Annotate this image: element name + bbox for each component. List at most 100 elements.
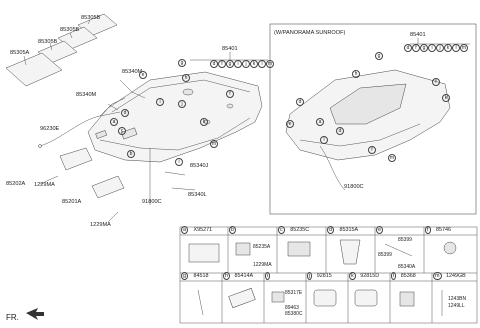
letter-row-pano: d f g i j k l m	[404, 44, 474, 52]
callout-letter: l	[320, 136, 328, 144]
table-header-letter: d	[327, 226, 334, 234]
callout-letter: d	[336, 127, 344, 135]
table-header-letter: c	[278, 226, 285, 234]
table-header-h: h 85414A	[223, 272, 254, 280]
callout-letter: j	[178, 100, 186, 108]
callout-letter: m	[460, 44, 468, 52]
panorama-box	[269, 23, 477, 215]
m-sub-2: 1249LL	[448, 303, 465, 309]
panorama-title: (W/PANORAMA SUNROOF)	[274, 30, 346, 36]
table-header-code: 92815	[316, 273, 332, 279]
headliner-main	[87, 71, 263, 163]
label-85401: 85401	[222, 46, 238, 52]
callout-letter: k	[250, 60, 258, 68]
b-sub-1: 85235A	[253, 244, 271, 250]
table-header-e: e	[376, 226, 383, 234]
callout-letter: c	[118, 127, 126, 135]
callout-letter: l	[258, 60, 266, 68]
callout-letter: l	[156, 98, 164, 106]
table-header-b: b	[229, 226, 236, 234]
label-85305B-3: 85305B	[38, 39, 58, 45]
table-header-letter: i	[265, 272, 271, 280]
e-sub-1: 85399	[398, 237, 412, 243]
callout-letter: h	[182, 74, 190, 82]
callout-letter: i	[175, 158, 183, 166]
table-header-code: X95271	[193, 227, 213, 233]
label-85202A: 85202A	[6, 181, 26, 187]
callout-letter: g	[375, 52, 383, 60]
label-85340L: 85340L	[188, 192, 207, 198]
table-header-letter: b	[229, 226, 236, 234]
label-85340M-1: 85340M	[122, 69, 143, 75]
label-85305B-1: 85305B	[81, 15, 101, 21]
table-header-a: a X95271	[181, 226, 213, 234]
sunvisors	[39, 147, 125, 223]
table-header-code: 85746	[436, 227, 451, 233]
table-header-code: 85414A	[234, 273, 254, 279]
label-1229MA-1: 1229MA	[34, 182, 55, 188]
callout-letter: f	[368, 146, 376, 154]
table-header-letter: j	[307, 272, 313, 280]
callout-letter: m	[388, 154, 396, 162]
callout-letter: e	[286, 120, 294, 128]
letter-row-main: d f g i j k l m	[210, 60, 276, 68]
label-85305A: 85305A	[10, 50, 30, 56]
table-header-letter: m	[433, 272, 442, 280]
callout-letter: g	[420, 44, 428, 52]
e-sub-2: 85399	[378, 252, 392, 258]
label-91800C: 91800C	[142, 199, 162, 205]
i-sub-3: 85380C	[285, 311, 303, 317]
table-header-code: 85315A	[339, 227, 359, 233]
callout-letter: d	[121, 109, 129, 117]
label-85201A: 85201A	[62, 199, 82, 205]
label-96230E: 96230E	[40, 126, 60, 132]
callout-letter: f	[432, 78, 440, 86]
table-header-letter: l	[391, 272, 397, 280]
callout-letter: k	[444, 44, 452, 52]
i-sub-2: 89463	[285, 305, 299, 311]
table-illustrations	[188, 239, 457, 316]
callout-letter: f	[226, 90, 234, 98]
callout-letter: h	[352, 70, 360, 78]
label-85305B-2: 85305B	[60, 27, 80, 33]
table-header-c: c 85235C	[278, 226, 310, 234]
table-header-m: m 1249GB	[433, 272, 466, 280]
e-sub-3: 85340A	[398, 264, 416, 270]
sunvisor-pads	[5, 13, 118, 87]
callout-letter: k	[442, 94, 450, 102]
table-header-letter: e	[376, 226, 383, 234]
table-header-code: 84518	[193, 273, 209, 279]
table-header-l: l 85368	[391, 272, 416, 280]
label-85340M-2: 85340M	[76, 92, 97, 98]
callout-letter: a	[110, 118, 118, 126]
label-85401-pano: 85401	[410, 32, 426, 38]
callout-letter: f	[412, 44, 420, 52]
table-header-j: j 92815	[307, 272, 332, 280]
callout-letter: m	[266, 60, 274, 68]
table-header-d: d 85315A	[327, 226, 359, 234]
table-header-k: k 92815D	[349, 272, 380, 280]
fr-arrow-icon	[26, 308, 44, 320]
callout-letter: f	[218, 60, 226, 68]
label-85340J: 85340J	[190, 163, 209, 169]
callout-letter: k	[200, 118, 208, 126]
callout-letter: l	[452, 44, 460, 52]
i-sub-1: 85317E	[285, 290, 303, 296]
callout-letter: d	[404, 44, 412, 52]
callout-letter: g	[226, 60, 234, 68]
table-header-letter: f	[425, 226, 431, 234]
table-header-letter: k	[349, 272, 356, 280]
table-header-code: 85368	[400, 273, 416, 279]
m-sub-1: 1243BN	[448, 296, 467, 302]
label-1229MA-2: 1229MA	[90, 222, 111, 228]
table-header-code: 85235C	[290, 227, 310, 233]
table-header-code: 1249GB	[446, 273, 466, 279]
callout-letter: d	[296, 98, 304, 106]
table-header-letter: g	[181, 272, 188, 280]
callout-letter: d	[210, 60, 218, 68]
callout-letter: a	[316, 118, 324, 126]
fr-label: FR.	[6, 313, 19, 322]
table-header-letter: a	[181, 226, 188, 234]
table-header-code: 92815D	[360, 273, 380, 279]
